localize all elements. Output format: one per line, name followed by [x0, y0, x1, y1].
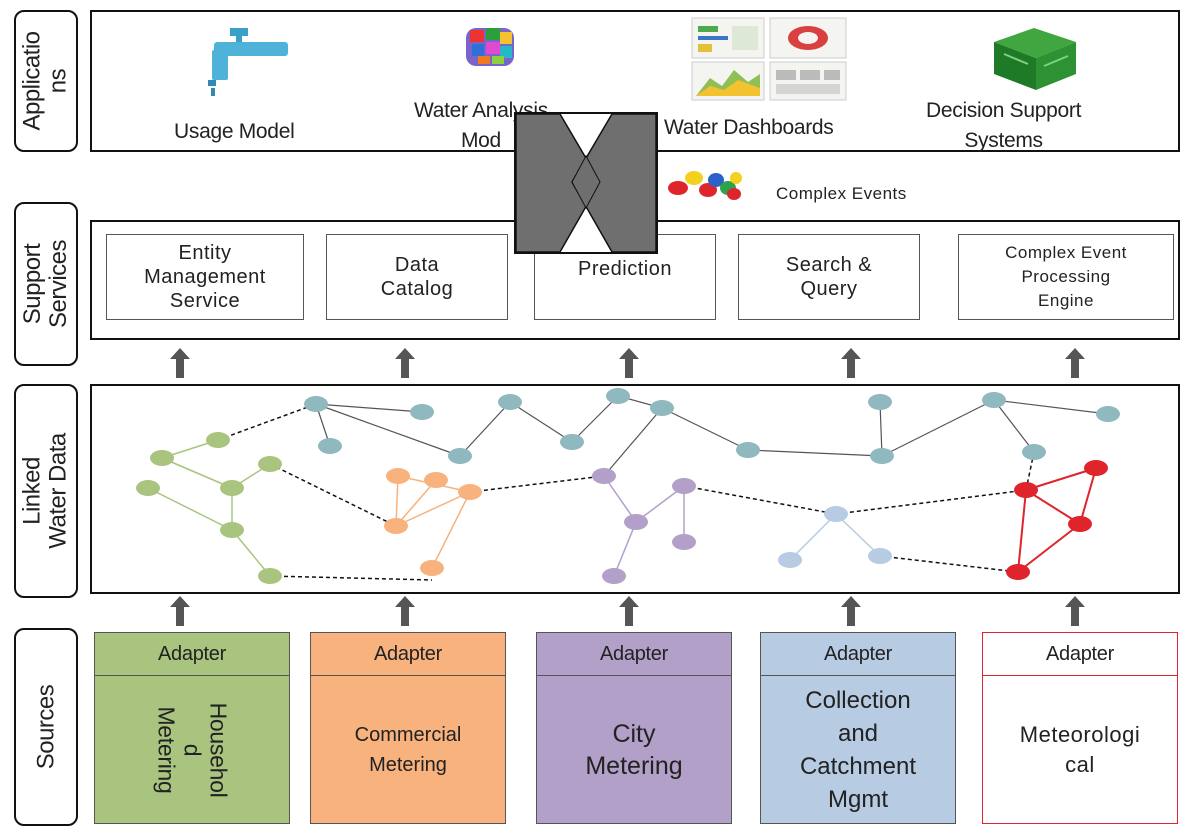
- source-line: and: [837, 720, 879, 747]
- app-label-decision-support: Decision Support Systems: [926, 96, 1081, 156]
- arrow-up-icon: [1065, 596, 1085, 626]
- source-line: Metering: [369, 754, 447, 776]
- source-line: Househol: [205, 702, 231, 798]
- source-line: Commercial: [354, 724, 462, 746]
- arrow-up-icon: [841, 596, 861, 626]
- source-household-metering: Adapter Househol d Metering: [94, 632, 290, 824]
- green-box-icon: [994, 28, 1076, 90]
- app-label-usage-model: Usage Model: [174, 120, 295, 143]
- dashboard-thumbnails-icon: [691, 17, 847, 101]
- source-body: Commercial Metering: [311, 677, 505, 823]
- app-label-water-dashboards: Water Dashboards: [664, 116, 834, 139]
- linked-data-graph: [136, 388, 1120, 584]
- service-line: Prediction: [578, 258, 672, 280]
- service-line: Complex Event: [1005, 243, 1127, 262]
- adapter-label: Adapter: [761, 633, 955, 676]
- tap-icon: [208, 28, 288, 96]
- app-label-line: Decision Support: [926, 99, 1082, 122]
- service-search-query: Search &Query: [738, 234, 920, 320]
- source-collection-catchment: Adapter Collection and Catchment Mgmt: [760, 632, 956, 824]
- app-label-line: Systems: [964, 129, 1043, 152]
- layer-label-line: Water Data: [45, 433, 73, 549]
- cube-cluster-icon: [466, 28, 514, 66]
- adapter-label: Adapter: [537, 633, 731, 676]
- source-body: Meteorologi cal: [983, 677, 1177, 823]
- service-line: Data: [394, 254, 440, 276]
- arrow-up-icon: [170, 596, 190, 626]
- source-line: Collection: [805, 687, 911, 714]
- source-line: Mgmt: [828, 786, 888, 813]
- service-line: Entity: [178, 242, 232, 264]
- source-line: Metering: [585, 752, 683, 780]
- event-blobs-icon: [668, 171, 742, 200]
- service-line: Search &: [785, 254, 873, 276]
- source-line: City: [612, 720, 656, 748]
- hourglass-icon: [514, 112, 658, 254]
- layer-label-line: Support: [19, 243, 46, 325]
- source-commercial-metering: Adapter Commercial Metering: [310, 632, 506, 824]
- adapter-label: Adapter: [983, 633, 1177, 676]
- source-line: Meteorologi: [1019, 722, 1141, 747]
- source-line: Metering: [153, 706, 179, 794]
- source-line: cal: [1065, 752, 1095, 777]
- adapter-label: Adapter: [311, 633, 505, 676]
- arrow-up-icon: [619, 596, 639, 626]
- source-body: City Metering: [537, 677, 731, 823]
- layer-label-line: Applicatio: [19, 31, 46, 131]
- layer-label-sources: Sources: [14, 628, 78, 826]
- service-line: Query: [800, 278, 858, 300]
- arrow-up-icon: [395, 596, 415, 626]
- complex-events-label: Complex Events: [776, 184, 907, 203]
- arrow-up-icon: [619, 348, 639, 378]
- source-meteorological: Adapter Meteorologi cal: [982, 632, 1178, 824]
- source-line: Catchment: [799, 753, 917, 780]
- layer-label-text: Sources: [32, 684, 60, 770]
- arrow-up-icon: [395, 348, 415, 378]
- arrow-up-icon: [1065, 348, 1085, 378]
- service-line: Engine: [1038, 291, 1094, 310]
- arrow-up-icon: [170, 348, 190, 378]
- layer-label-line: ns: [45, 68, 72, 94]
- source-city-metering: Adapter City Metering: [536, 632, 732, 824]
- source-body: Househol d Metering: [95, 677, 289, 823]
- source-line: d: [179, 743, 205, 757]
- layer-label-line: Linked: [19, 457, 47, 525]
- layer-label-line: Services: [45, 239, 72, 329]
- service-line: Service: [169, 290, 241, 312]
- service-line: Processing: [1021, 267, 1111, 286]
- arrow-up-icon: [841, 348, 861, 378]
- source-body: Collection and Catchment Mgmt: [761, 677, 955, 823]
- service-line: Management: [144, 266, 266, 288]
- service-line: Catalog: [380, 278, 454, 300]
- linked-water-data-panel: [90, 384, 1180, 594]
- app-label-line: Mod: [460, 129, 501, 152]
- adapter-label: Adapter: [95, 633, 289, 676]
